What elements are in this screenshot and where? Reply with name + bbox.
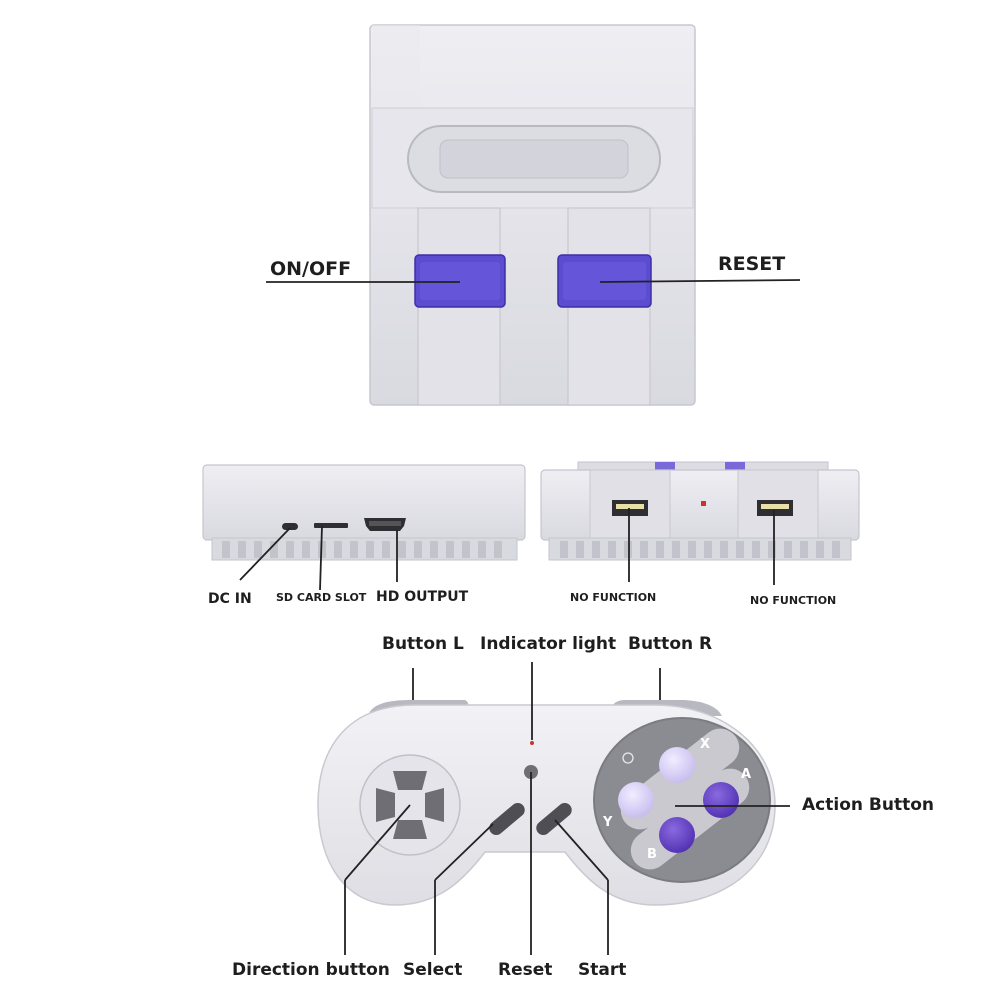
label-hd-output: HD OUTPUT bbox=[376, 589, 469, 605]
label-button-l: Button L bbox=[382, 634, 464, 654]
label-direction-button: Direction button bbox=[232, 960, 390, 980]
label-sd-card-slot: SD CARD SLOT bbox=[276, 591, 367, 604]
face-letter-b: B bbox=[647, 847, 657, 862]
label-action-button: Action Button bbox=[802, 795, 934, 815]
label-reset-switch: RESET bbox=[718, 253, 786, 275]
label-start: Start bbox=[578, 960, 627, 980]
console-back-view bbox=[202, 464, 526, 591]
console-front-view bbox=[540, 461, 860, 585]
label-dc-in: DC IN bbox=[208, 591, 252, 607]
label-reset-button: Reset bbox=[498, 960, 553, 980]
console-top-view bbox=[266, 24, 801, 406]
face-letter-y: Y bbox=[603, 815, 613, 830]
label-select: Select bbox=[403, 960, 463, 980]
label-no-function-right: NO FUNCTION bbox=[750, 594, 837, 607]
face-letter-x: X bbox=[700, 737, 711, 752]
label-no-function-left: NO FUNCTION bbox=[570, 591, 657, 604]
dc-in-port bbox=[282, 523, 298, 530]
label-on-off: ON/OFF bbox=[270, 258, 352, 280]
sd-card-slot bbox=[314, 523, 348, 528]
controller-drawing bbox=[317, 662, 790, 955]
label-indicator-light: Indicator light bbox=[480, 634, 617, 654]
label-button-r: Button R bbox=[628, 634, 713, 654]
face-letter-a: A bbox=[741, 767, 752, 782]
